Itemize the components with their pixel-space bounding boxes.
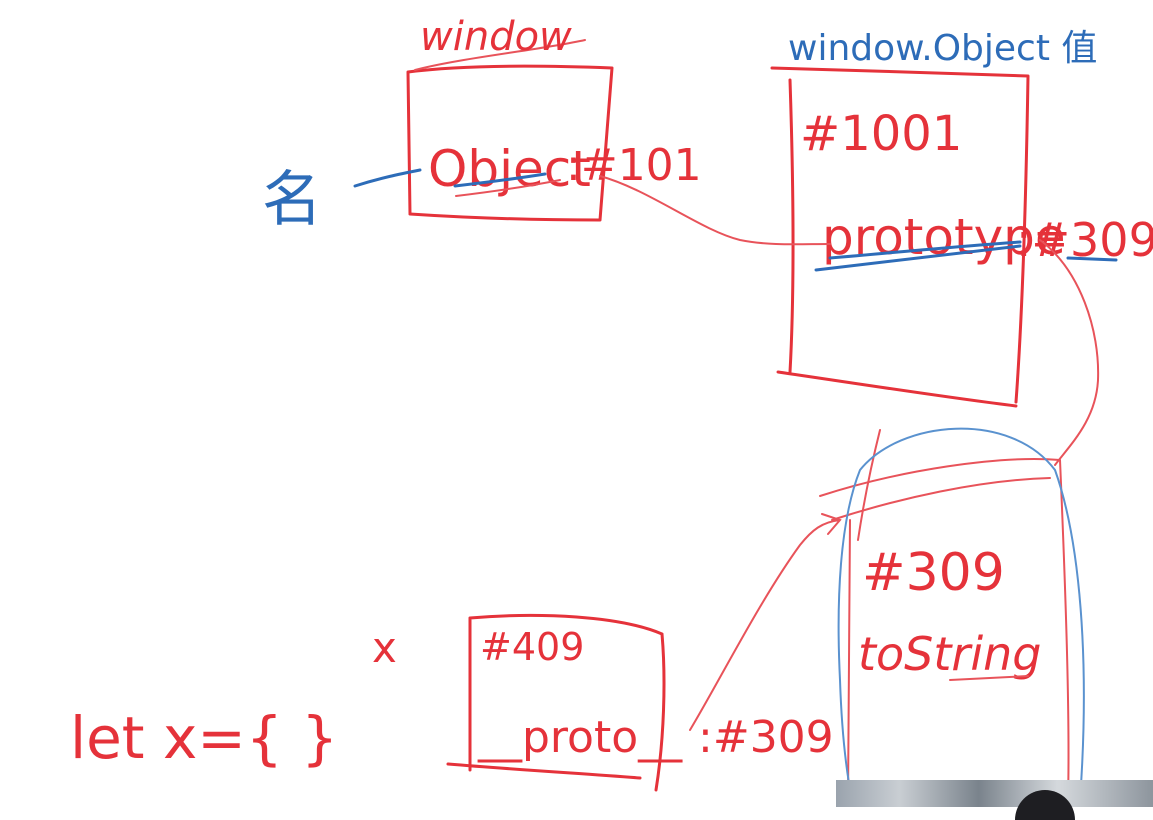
link-object-to-1001: [599, 175, 831, 246]
link-proto-to-309: [689, 513, 842, 731]
proto-box-id: #309: [862, 543, 1005, 603]
window-box: window Object :#101: [406, 14, 702, 222]
x-box-value: :#309: [698, 712, 834, 763]
proto-box-method: toString: [858, 627, 1041, 681]
code-snippet: let x={ }: [70, 704, 338, 772]
object-box-title: window.Object 值: [788, 28, 1097, 69]
object-box: window.Object 值 #1001 prototype :#309: [770, 28, 1153, 408]
window-box-value: :#101: [566, 140, 702, 191]
prototype-object-box: #309 toString: [819, 427, 1085, 801]
name-annotation: 名: [262, 165, 422, 235]
link-prototype-to-309: [1039, 239, 1100, 466]
object-box-id: #1001: [800, 106, 962, 162]
x-object-box: x #409 __proto__ :#309: [372, 613, 834, 792]
name-annotation-label: 名: [262, 165, 322, 235]
window-box-title: window: [420, 14, 572, 60]
webcam-thumbnail: [836, 780, 1153, 807]
x-box-id: #409: [480, 625, 584, 669]
x-box-var: x: [372, 623, 397, 672]
x-box-field: __proto__: [477, 712, 683, 763]
